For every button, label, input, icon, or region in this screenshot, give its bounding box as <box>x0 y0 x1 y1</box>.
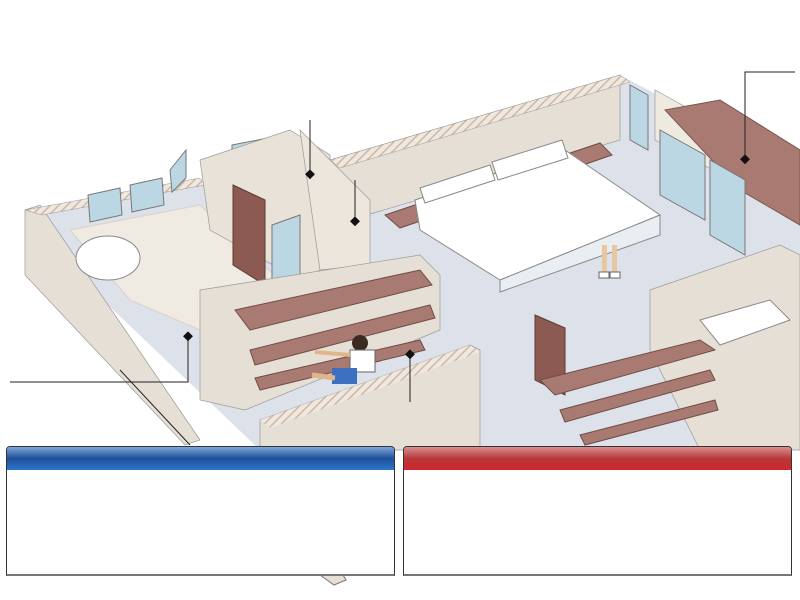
callout-lines <box>10 71 795 446</box>
window <box>87 187 123 223</box>
shelf <box>234 269 433 331</box>
window <box>659 129 706 221</box>
info-panel-right-header <box>404 447 791 470</box>
info-panel-right <box>403 446 792 576</box>
window <box>129 177 165 213</box>
left-wall <box>24 204 201 446</box>
shelf <box>559 369 716 423</box>
shelf <box>539 339 717 396</box>
window <box>169 148 187 194</box>
bathroom-wall <box>649 244 800 451</box>
info-panel-left-header <box>7 447 394 470</box>
pillow <box>491 139 569 181</box>
bed-side <box>499 214 661 293</box>
window <box>709 159 746 256</box>
shelf <box>579 399 719 446</box>
info-panel-left <box>6 446 395 576</box>
round-bathtub <box>75 235 141 281</box>
door <box>534 314 566 396</box>
bathtub <box>699 299 791 346</box>
pillow <box>419 164 496 204</box>
callout-diamond-marker-icon <box>183 154 750 360</box>
person-figure-icon <box>311 335 376 384</box>
back-wall-top <box>329 74 631 169</box>
window <box>629 84 649 151</box>
shelf <box>249 304 436 366</box>
person-legs-icon <box>598 245 621 279</box>
front-wall-top <box>260 345 480 428</box>
